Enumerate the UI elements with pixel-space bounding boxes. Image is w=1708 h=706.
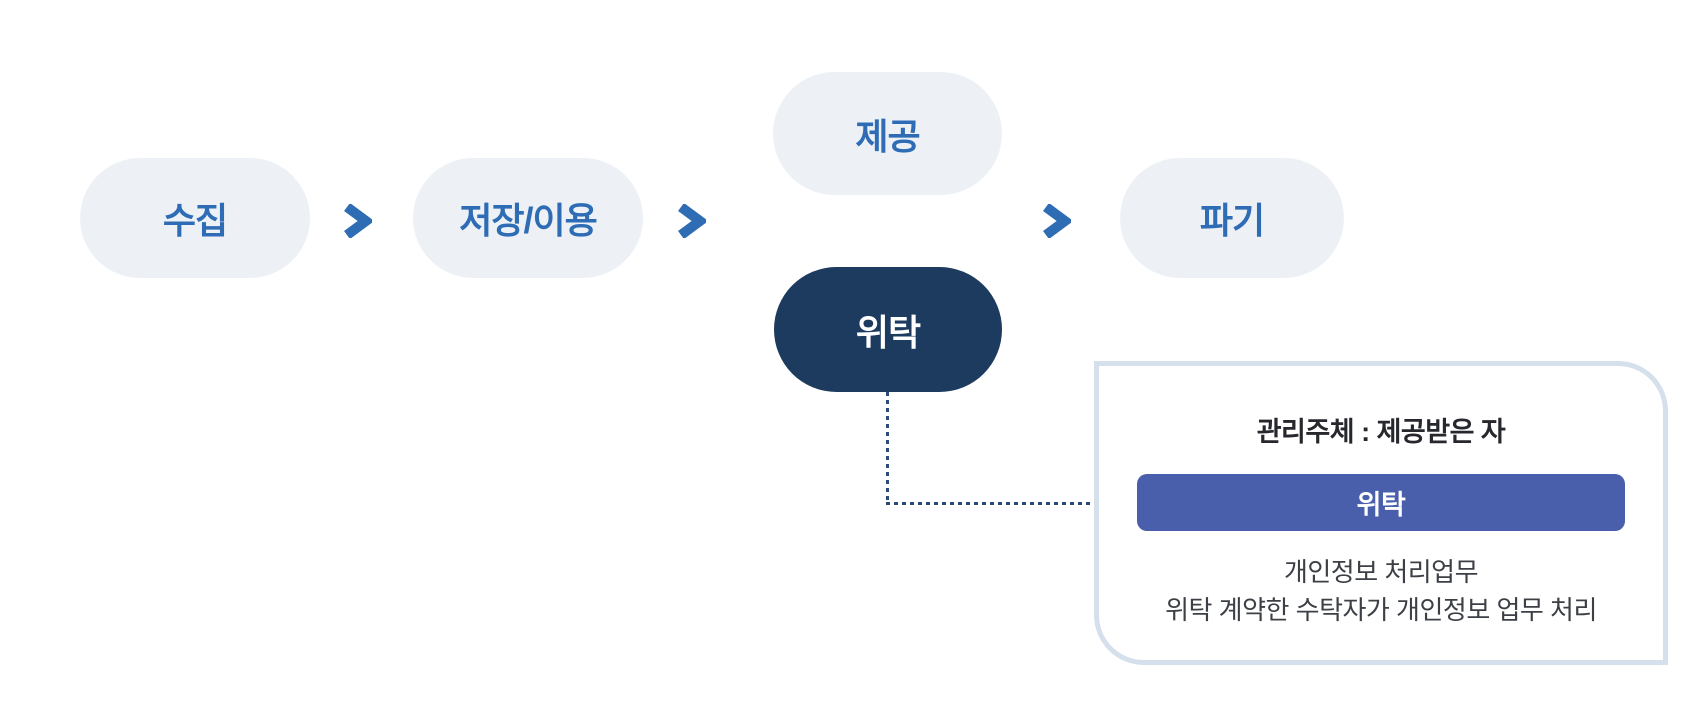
connector-line-horizontal <box>886 502 1094 505</box>
connector-line-vertical <box>886 392 889 504</box>
step-consignment[interactable]: 위탁 <box>774 267 1002 392</box>
step-destruction[interactable]: 파기 <box>1120 158 1344 278</box>
chevron-right-icon <box>344 204 372 238</box>
step-storage-use[interactable]: 저장/이용 <box>413 158 643 278</box>
step-provision[interactable]: 제공 <box>773 72 1002 195</box>
callout-description-line1: 개인정보 처리업무 <box>1283 557 1479 587</box>
chevron-right-icon <box>1043 204 1071 238</box>
consignment-callout-box: 관리주체 : 제공받은 자 위탁 개인정보 처리업무 위탁 계약한 수탁자가 개… <box>1094 361 1668 665</box>
callout-tag-consignment: 위탁 <box>1137 474 1625 531</box>
chevron-right-icon <box>678 204 706 238</box>
step-collection[interactable]: 수집 <box>80 158 310 278</box>
callout-title: 관리주체 : 제공받은 자 <box>1256 417 1506 447</box>
callout-description: 개인정보 처리업무 위탁 계약한 수탁자가 개인정보 업무 처리 <box>1165 553 1597 629</box>
callout-description-line2: 위탁 계약한 수탁자가 개인정보 업무 처리 <box>1165 595 1597 625</box>
